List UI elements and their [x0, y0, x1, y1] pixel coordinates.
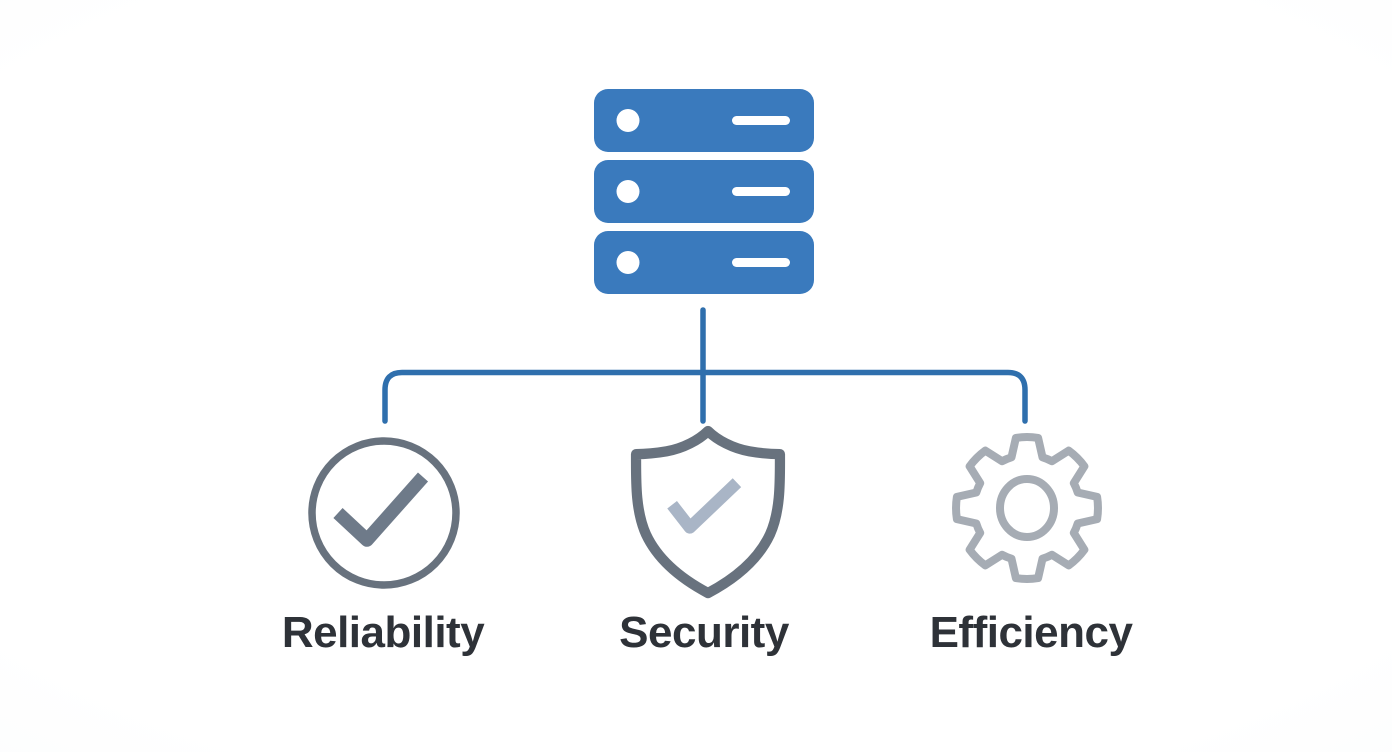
connector-branches: [382, 369, 1028, 424]
server-rack-unit: [594, 160, 814, 223]
gear-icon-path: [952, 433, 1102, 583]
shield-check-icon: [630, 425, 786, 599]
server-icon: [594, 89, 814, 294]
node-label-security: Security: [619, 608, 789, 657]
server-rack-unit: [594, 89, 814, 152]
check-circle-icon: [308, 437, 460, 589]
node-label-reliability: Reliability: [281, 608, 485, 657]
gear-icon: [952, 433, 1102, 583]
gear-icon-hub: [996, 475, 1058, 541]
node-label-efficiency: Efficiency: [929, 608, 1133, 657]
server-rack-unit: [594, 231, 814, 294]
